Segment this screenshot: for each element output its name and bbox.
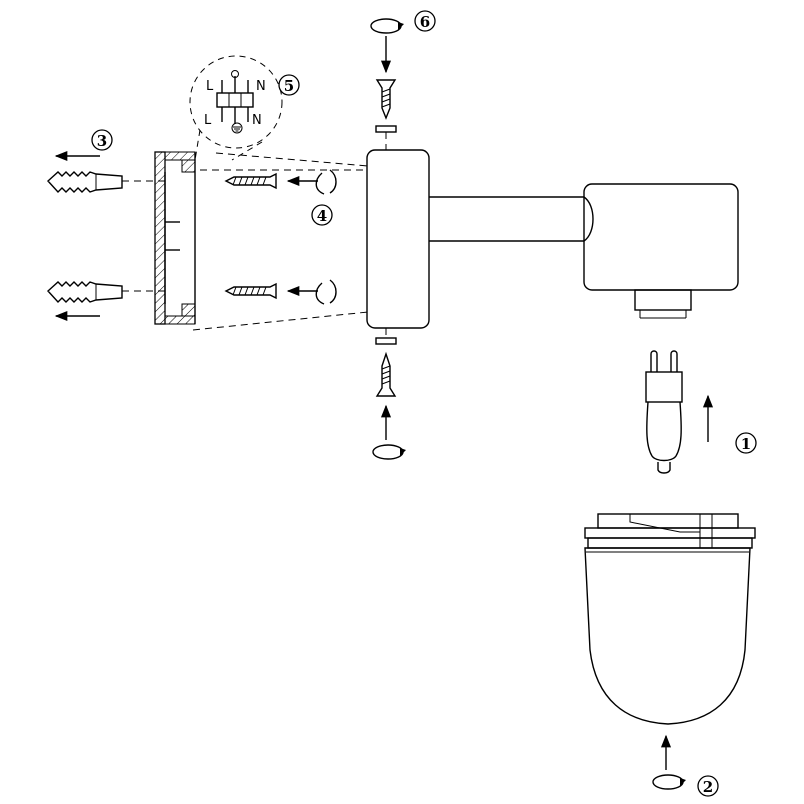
rotate-arrow-icon — [372, 444, 406, 460]
rotate-arrow-icon — [315, 279, 337, 305]
washer — [375, 337, 397, 345]
screw-top — [224, 172, 277, 190]
svg-text:3: 3 — [97, 132, 107, 150]
rotate-arrow-icon — [370, 18, 404, 34]
rotate-arrow-icon — [315, 169, 337, 195]
svg-text:6: 6 — [420, 13, 430, 31]
washer — [375, 125, 397, 133]
wall-plug-bottom — [47, 281, 123, 304]
svg-text:5: 5 — [284, 77, 294, 95]
screw-top-vertical — [375, 79, 397, 120]
step-6-badge: 6 — [414, 10, 436, 32]
wire-label-live: L — [204, 113, 212, 128]
wire-label-live: L — [206, 79, 214, 94]
step-2-badge: 2 — [697, 775, 719, 797]
svg-text:2: 2 — [703, 778, 713, 796]
terminal-block — [216, 70, 254, 134]
lamp-holder — [583, 183, 739, 319]
fixture-arm — [429, 196, 594, 242]
step-4-badge: 4 — [311, 204, 333, 226]
screw-bottom — [224, 282, 277, 300]
screw-bottom-vertical — [375, 351, 397, 397]
glass-shade — [584, 513, 756, 725]
wiring-callout — [189, 55, 283, 149]
svg-text:1: 1 — [741, 435, 751, 453]
rotate-arrow-icon — [652, 774, 686, 790]
wall-plug-top — [47, 171, 123, 194]
svg-text:4: 4 — [317, 207, 327, 225]
wire-label-neutral: N — [252, 113, 262, 128]
ground-symbol-icon — [231, 122, 243, 134]
step-1-badge: 1 — [735, 432, 757, 454]
wire-label-neutral: N — [256, 79, 266, 94]
mounting-plate — [154, 151, 196, 325]
step-3-badge: 3 — [91, 129, 113, 151]
fixture-base — [366, 149, 430, 329]
bulb-icon — [645, 350, 683, 474]
step-5-badge: 5 — [278, 74, 300, 96]
